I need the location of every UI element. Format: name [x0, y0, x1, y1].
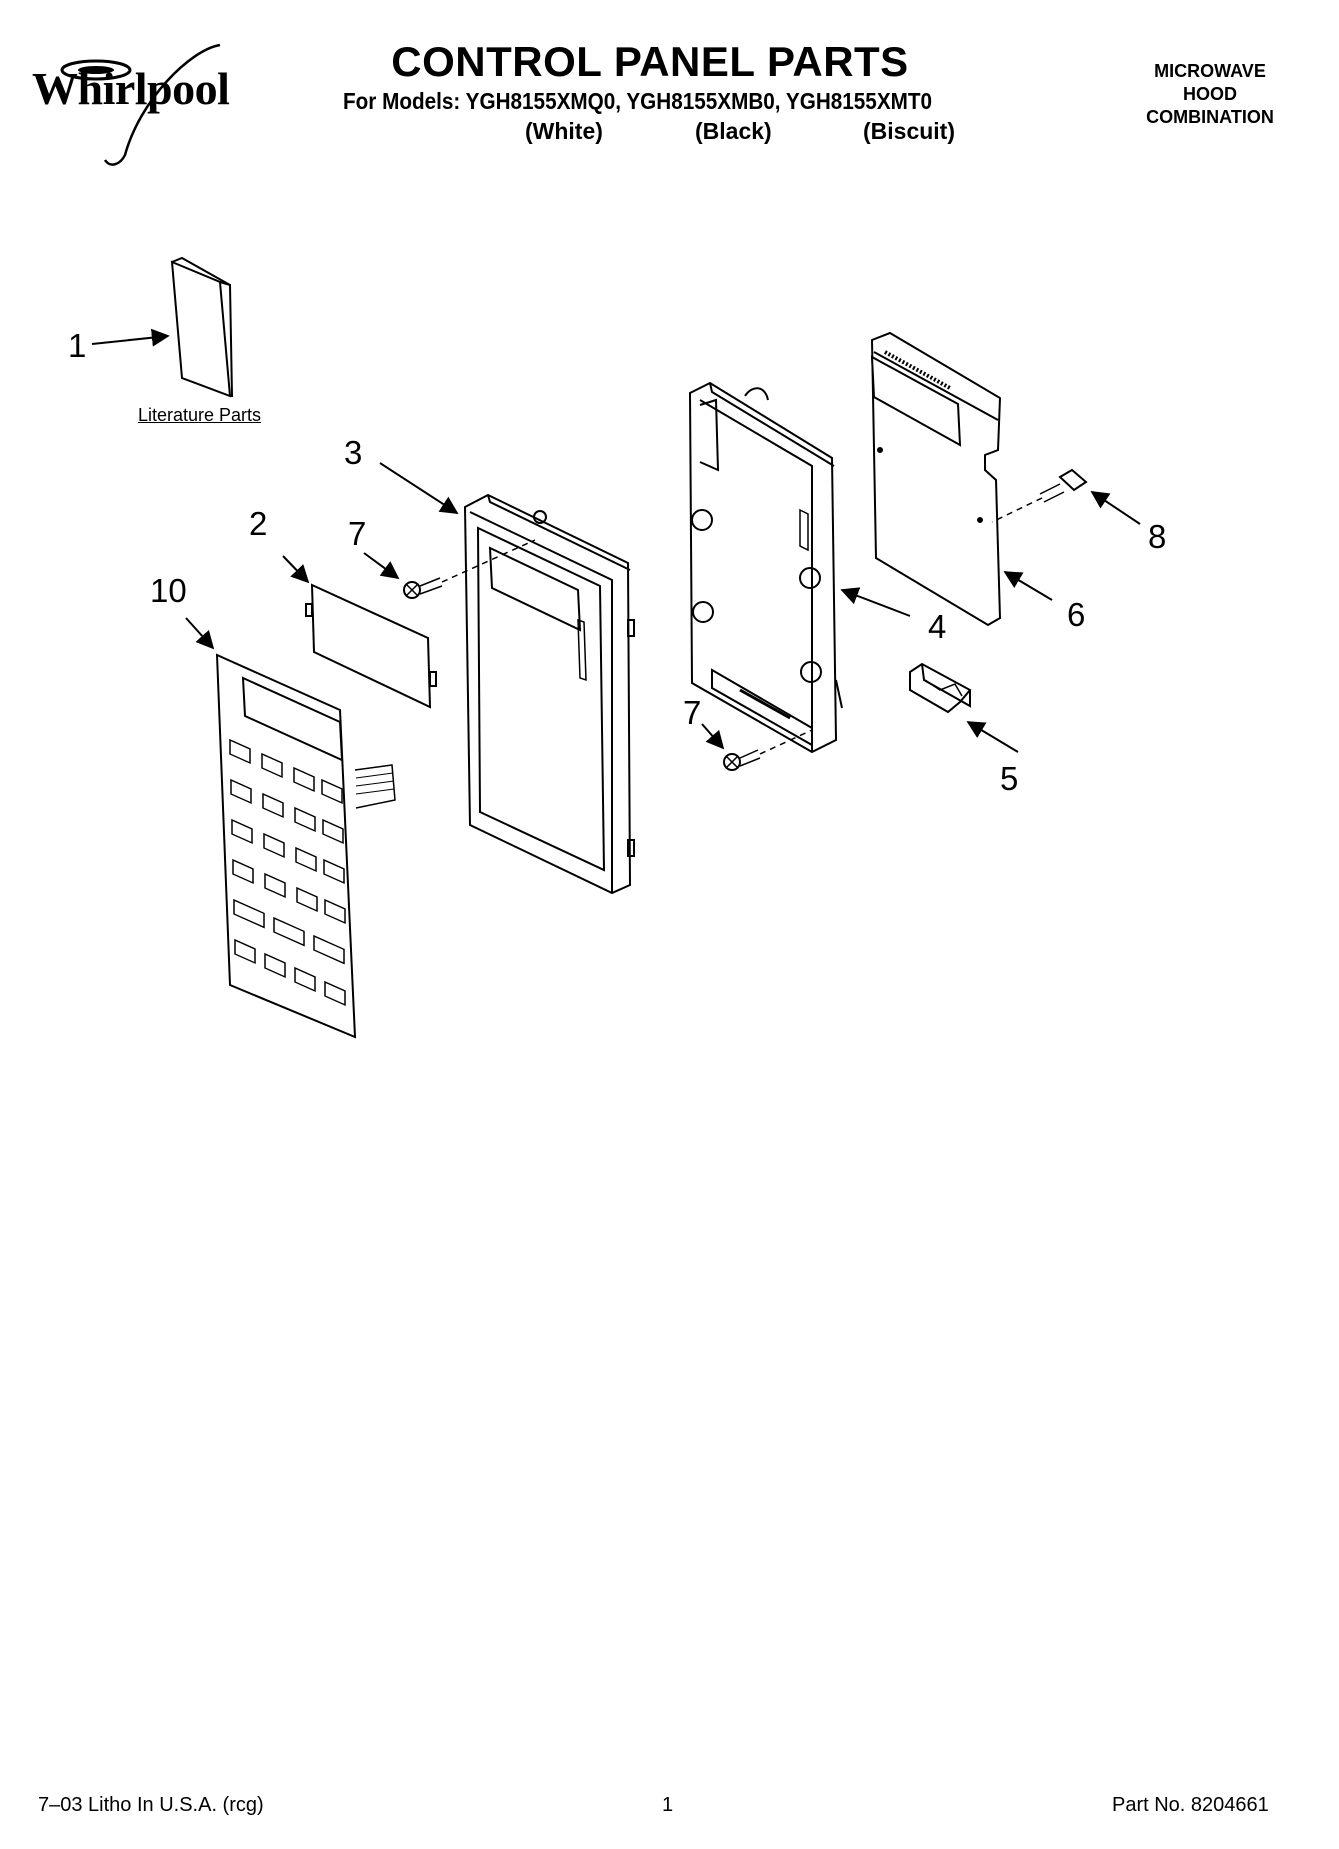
brand-logo	[20, 40, 260, 166]
brand-wordmark: Whirlpool	[32, 63, 230, 114]
screw-lower	[723, 729, 813, 771]
page-title: CONTROL PANEL PARTS	[391, 38, 909, 85]
callout-arrow	[91, 328, 170, 347]
retaining-clip	[909, 662, 972, 714]
footer-page-number: 1	[662, 1794, 674, 1816]
literature-booklet	[170, 256, 234, 398]
category-line: HOOD	[1183, 84, 1237, 104]
callout-arrow	[185, 617, 215, 650]
logo-swoosh-icon	[60, 43, 221, 166]
variant-biscuit: (Biscuit)	[863, 118, 955, 144]
footer-part-number: Part No. 8204661	[1112, 1794, 1269, 1816]
screw-upper	[403, 539, 536, 599]
callout-arrow	[701, 723, 725, 750]
callout-arrow	[1003, 571, 1053, 601]
product-category: MICROWAVE HOOD COMBINATION	[1120, 60, 1300, 129]
callout-7-lower: 7	[683, 694, 702, 731]
callout-2: 2	[249, 505, 268, 542]
variant-black: (Black)	[695, 118, 772, 144]
callout-arrow	[379, 462, 459, 514]
category-line: COMBINATION	[1146, 107, 1274, 127]
variant-white: (White)	[525, 118, 603, 144]
callout-7-upper: 7	[348, 515, 367, 552]
callout-arrow	[966, 721, 1019, 753]
control-board	[870, 331, 1002, 627]
callout-arrow	[840, 587, 911, 617]
callout-3: 3	[344, 434, 363, 471]
keypad-membrane	[215, 653, 396, 1039]
category-line: MICROWAVE	[1154, 61, 1266, 81]
callout-1: 1	[68, 327, 87, 364]
board-screw	[991, 468, 1088, 523]
callout-10: 10	[150, 572, 187, 609]
callout-8: 8	[1148, 518, 1167, 555]
callout-4: 4	[928, 608, 947, 645]
callout-6: 6	[1067, 596, 1086, 633]
footer-print-info: 7–03 Litho In U.S.A. (rcg)	[38, 1794, 264, 1816]
callout-arrow	[282, 555, 310, 584]
literature-parts-label: Literature Parts	[138, 405, 262, 425]
keypad-buttons	[229, 738, 346, 1006]
models-line: For Models: YGH8155XMQ0, YGH8155XMB0, YG…	[343, 88, 933, 114]
display-window	[305, 583, 437, 709]
callout-arrow	[1090, 491, 1141, 525]
callout-arrow	[363, 552, 400, 580]
mounting-bracket	[688, 381, 843, 754]
control-panel-frame	[463, 493, 635, 895]
callout-5: 5	[1000, 760, 1019, 797]
